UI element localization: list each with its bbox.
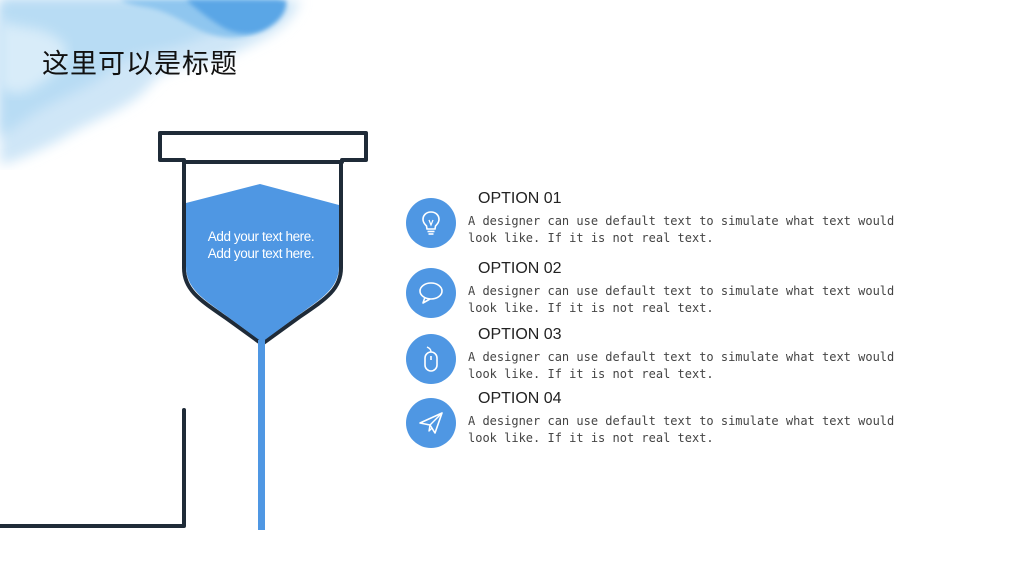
option-icon-circle: [406, 334, 456, 384]
hourglass-cap: [158, 131, 368, 164]
slide-title: 这里可以是标题: [42, 49, 238, 80]
option-text: A designer can use default text to simul…: [468, 214, 895, 245]
hourglass-text-line: Add your text here.: [207, 229, 315, 244]
option-item-2: OPTION 02 A designer can use default tex…: [406, 260, 926, 328]
paper-plane-icon: [419, 412, 443, 434]
option-title: OPTION 01: [478, 190, 562, 207]
option-icon-circle: [406, 398, 456, 448]
mouse-icon: [424, 346, 438, 372]
option-title: OPTION 02: [478, 260, 562, 277]
option-text: A designer can use default text to simul…: [468, 350, 895, 381]
watercolor-splash: [0, 0, 300, 165]
option-title: OPTION 03: [478, 326, 562, 343]
hourglass-text: Add your text here. Add your text here.: [196, 228, 326, 262]
option-item-4: OPTION 04 A designer can use default tex…: [406, 390, 926, 458]
option-icon-circle: [406, 268, 456, 318]
hourglass-text-line: Add your text here.: [207, 246, 315, 261]
option-text: A designer can use default text to simul…: [468, 414, 895, 445]
option-title: OPTION 04: [478, 390, 562, 407]
speech-bubble-icon: [419, 282, 443, 304]
sand-stream: [258, 340, 265, 530]
base-line: [0, 408, 186, 528]
option-icon-circle: [406, 198, 456, 248]
option-item-3: OPTION 03 A designer can use default tex…: [406, 326, 926, 394]
option-text: A designer can use default text to simul…: [468, 284, 895, 315]
option-item-1: OPTION 01 A designer can use default tex…: [406, 190, 926, 258]
lightbulb-icon: [422, 211, 440, 235]
hourglass-sand: [186, 184, 339, 342]
